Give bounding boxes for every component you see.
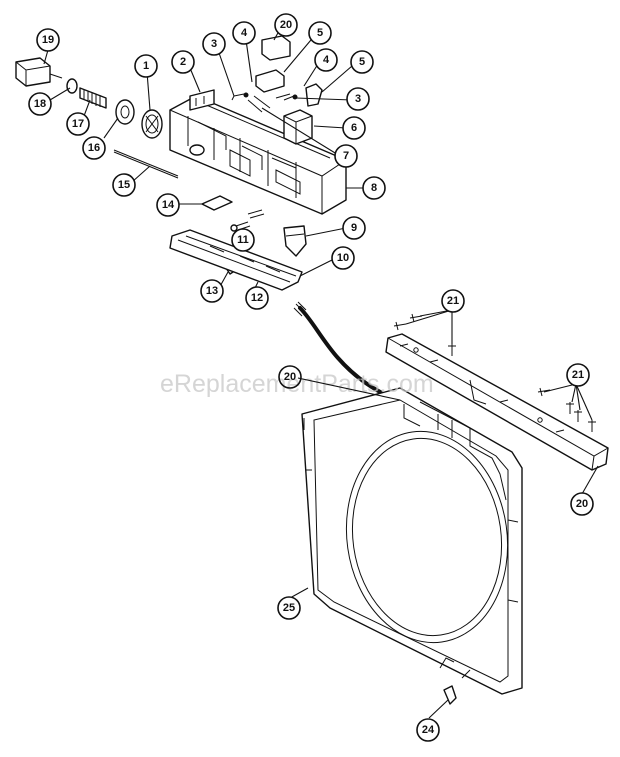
svg-text:21: 21 xyxy=(447,295,459,307)
callout-16: 16 xyxy=(82,136,106,160)
callout-8: 8 xyxy=(362,176,386,200)
callout-14: 14 xyxy=(156,193,180,217)
top-bracket-part xyxy=(385,333,609,471)
rod-part xyxy=(113,149,179,179)
callout-5-lower: 5 xyxy=(350,50,374,74)
callout-11: 11 xyxy=(231,228,255,252)
fastener-parts xyxy=(201,195,307,275)
svg-text:7: 7 xyxy=(343,150,349,162)
callout-10: 10 xyxy=(331,246,355,270)
callout-21-bracket: 20 xyxy=(570,492,594,516)
svg-text:19: 19 xyxy=(42,34,54,46)
callout-1: 1 xyxy=(134,54,158,78)
callout-2: 2 xyxy=(171,50,195,74)
wire-harness-part xyxy=(293,301,394,400)
console-housing-part xyxy=(169,95,347,215)
callout-3-upper: 3 xyxy=(202,32,226,56)
callout-9: 9 xyxy=(342,216,366,240)
svg-text:2: 2 xyxy=(180,56,186,68)
svg-text:4: 4 xyxy=(323,54,330,66)
callout-5-upper: 5 xyxy=(308,21,332,45)
front-panel-part xyxy=(301,387,523,695)
svg-text:13: 13 xyxy=(206,285,218,297)
svg-text:3: 3 xyxy=(355,93,361,105)
clip-part xyxy=(443,685,457,705)
callout-24: 24 xyxy=(416,718,440,742)
svg-text:4: 4 xyxy=(241,27,248,39)
svg-text:18: 18 xyxy=(34,98,46,110)
svg-text:5: 5 xyxy=(317,27,323,39)
knob-part xyxy=(115,99,163,139)
svg-text:11: 11 xyxy=(237,234,249,246)
trim-panel-part xyxy=(169,229,303,291)
timer-motor-part xyxy=(15,57,63,87)
svg-text:20: 20 xyxy=(280,19,292,31)
callout-3-lower: 3 xyxy=(346,87,370,111)
callout-12: 12 xyxy=(245,286,269,310)
watermark-text: eReplacementParts.com xyxy=(160,370,434,398)
callout-15: 15 xyxy=(112,173,136,197)
callout-13: 13 xyxy=(200,279,224,303)
svg-text:20: 20 xyxy=(576,498,588,510)
callout-6: 6 xyxy=(342,116,366,140)
svg-text:12: 12 xyxy=(251,292,263,304)
svg-text:1: 1 xyxy=(143,60,149,72)
svg-text:15: 15 xyxy=(118,179,130,191)
shaft-assembly-part xyxy=(66,78,107,109)
callout-4-upper: 4 xyxy=(232,21,256,45)
svg-text:10: 10 xyxy=(337,252,349,264)
callout-4-lower: 4 xyxy=(314,48,338,72)
svg-text:25: 25 xyxy=(283,602,295,614)
callout-7: 7 xyxy=(334,144,358,168)
callout-22-right: 21 xyxy=(566,363,590,387)
switch-parts xyxy=(189,35,323,145)
callout-22-left: 21 xyxy=(441,289,465,313)
callout-18: 18 xyxy=(28,92,52,116)
screw-parts xyxy=(393,313,596,432)
callout-21-overlay: 20 xyxy=(278,365,302,389)
callout-19: 19 xyxy=(36,28,60,52)
svg-text:9: 9 xyxy=(351,222,357,234)
leader-lines xyxy=(43,30,599,719)
svg-text:24: 24 xyxy=(422,724,435,736)
svg-text:14: 14 xyxy=(162,199,175,211)
callout-20: 20 xyxy=(274,13,298,37)
svg-text:16: 16 xyxy=(88,142,100,154)
svg-text:21: 21 xyxy=(572,369,584,381)
svg-text:3: 3 xyxy=(211,38,217,50)
svg-text:5: 5 xyxy=(359,56,365,68)
callout-25: 25 xyxy=(277,596,301,620)
svg-text:20: 20 xyxy=(284,371,296,383)
svg-text:8: 8 xyxy=(371,182,377,194)
svg-text:17: 17 xyxy=(72,118,84,130)
callout-17: 17 xyxy=(66,112,90,136)
svg-text:6: 6 xyxy=(351,122,357,134)
